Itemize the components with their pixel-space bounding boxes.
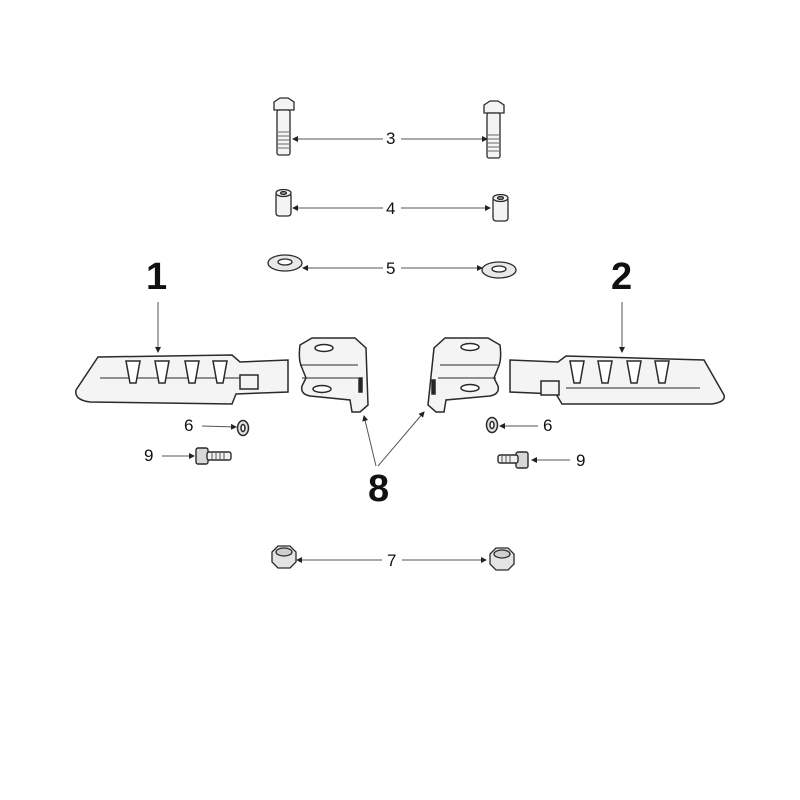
leader-8-left (362, 415, 377, 467)
bolt-left (273, 97, 295, 156)
callout-1: 1 (146, 256, 168, 298)
bolt-right (483, 100, 505, 159)
flange-bolt-left (195, 447, 232, 465)
callout-6-right: 6 (543, 416, 553, 435)
washer-plate-left (267, 254, 303, 272)
callout-3: 3 (386, 129, 396, 148)
callout-4: 4 (386, 199, 396, 218)
washer-left (236, 419, 250, 437)
callout-5: 5 (386, 259, 396, 278)
footpeg-right (509, 355, 725, 405)
callout-2: 2 (611, 256, 633, 298)
callout-9-right: 9 (576, 451, 586, 470)
callout-6-left: 6 (184, 416, 194, 435)
washer-plate-right (481, 261, 517, 279)
footpeg-left (75, 354, 289, 405)
spacer-left (275, 188, 292, 217)
flange-bolt-right (497, 451, 529, 469)
bracket-left (298, 337, 369, 413)
lock-nut-right (489, 547, 515, 571)
spacer-right (492, 193, 509, 222)
bracket-right (427, 337, 502, 413)
leader-6-left (201, 423, 237, 430)
callout-7: 7 (387, 551, 397, 570)
callout-8: 8 (368, 468, 390, 510)
leader-8-right (377, 411, 425, 467)
lock-nut-left (271, 545, 297, 569)
callout-9-left: 9 (144, 446, 154, 465)
washer-right (485, 416, 499, 434)
